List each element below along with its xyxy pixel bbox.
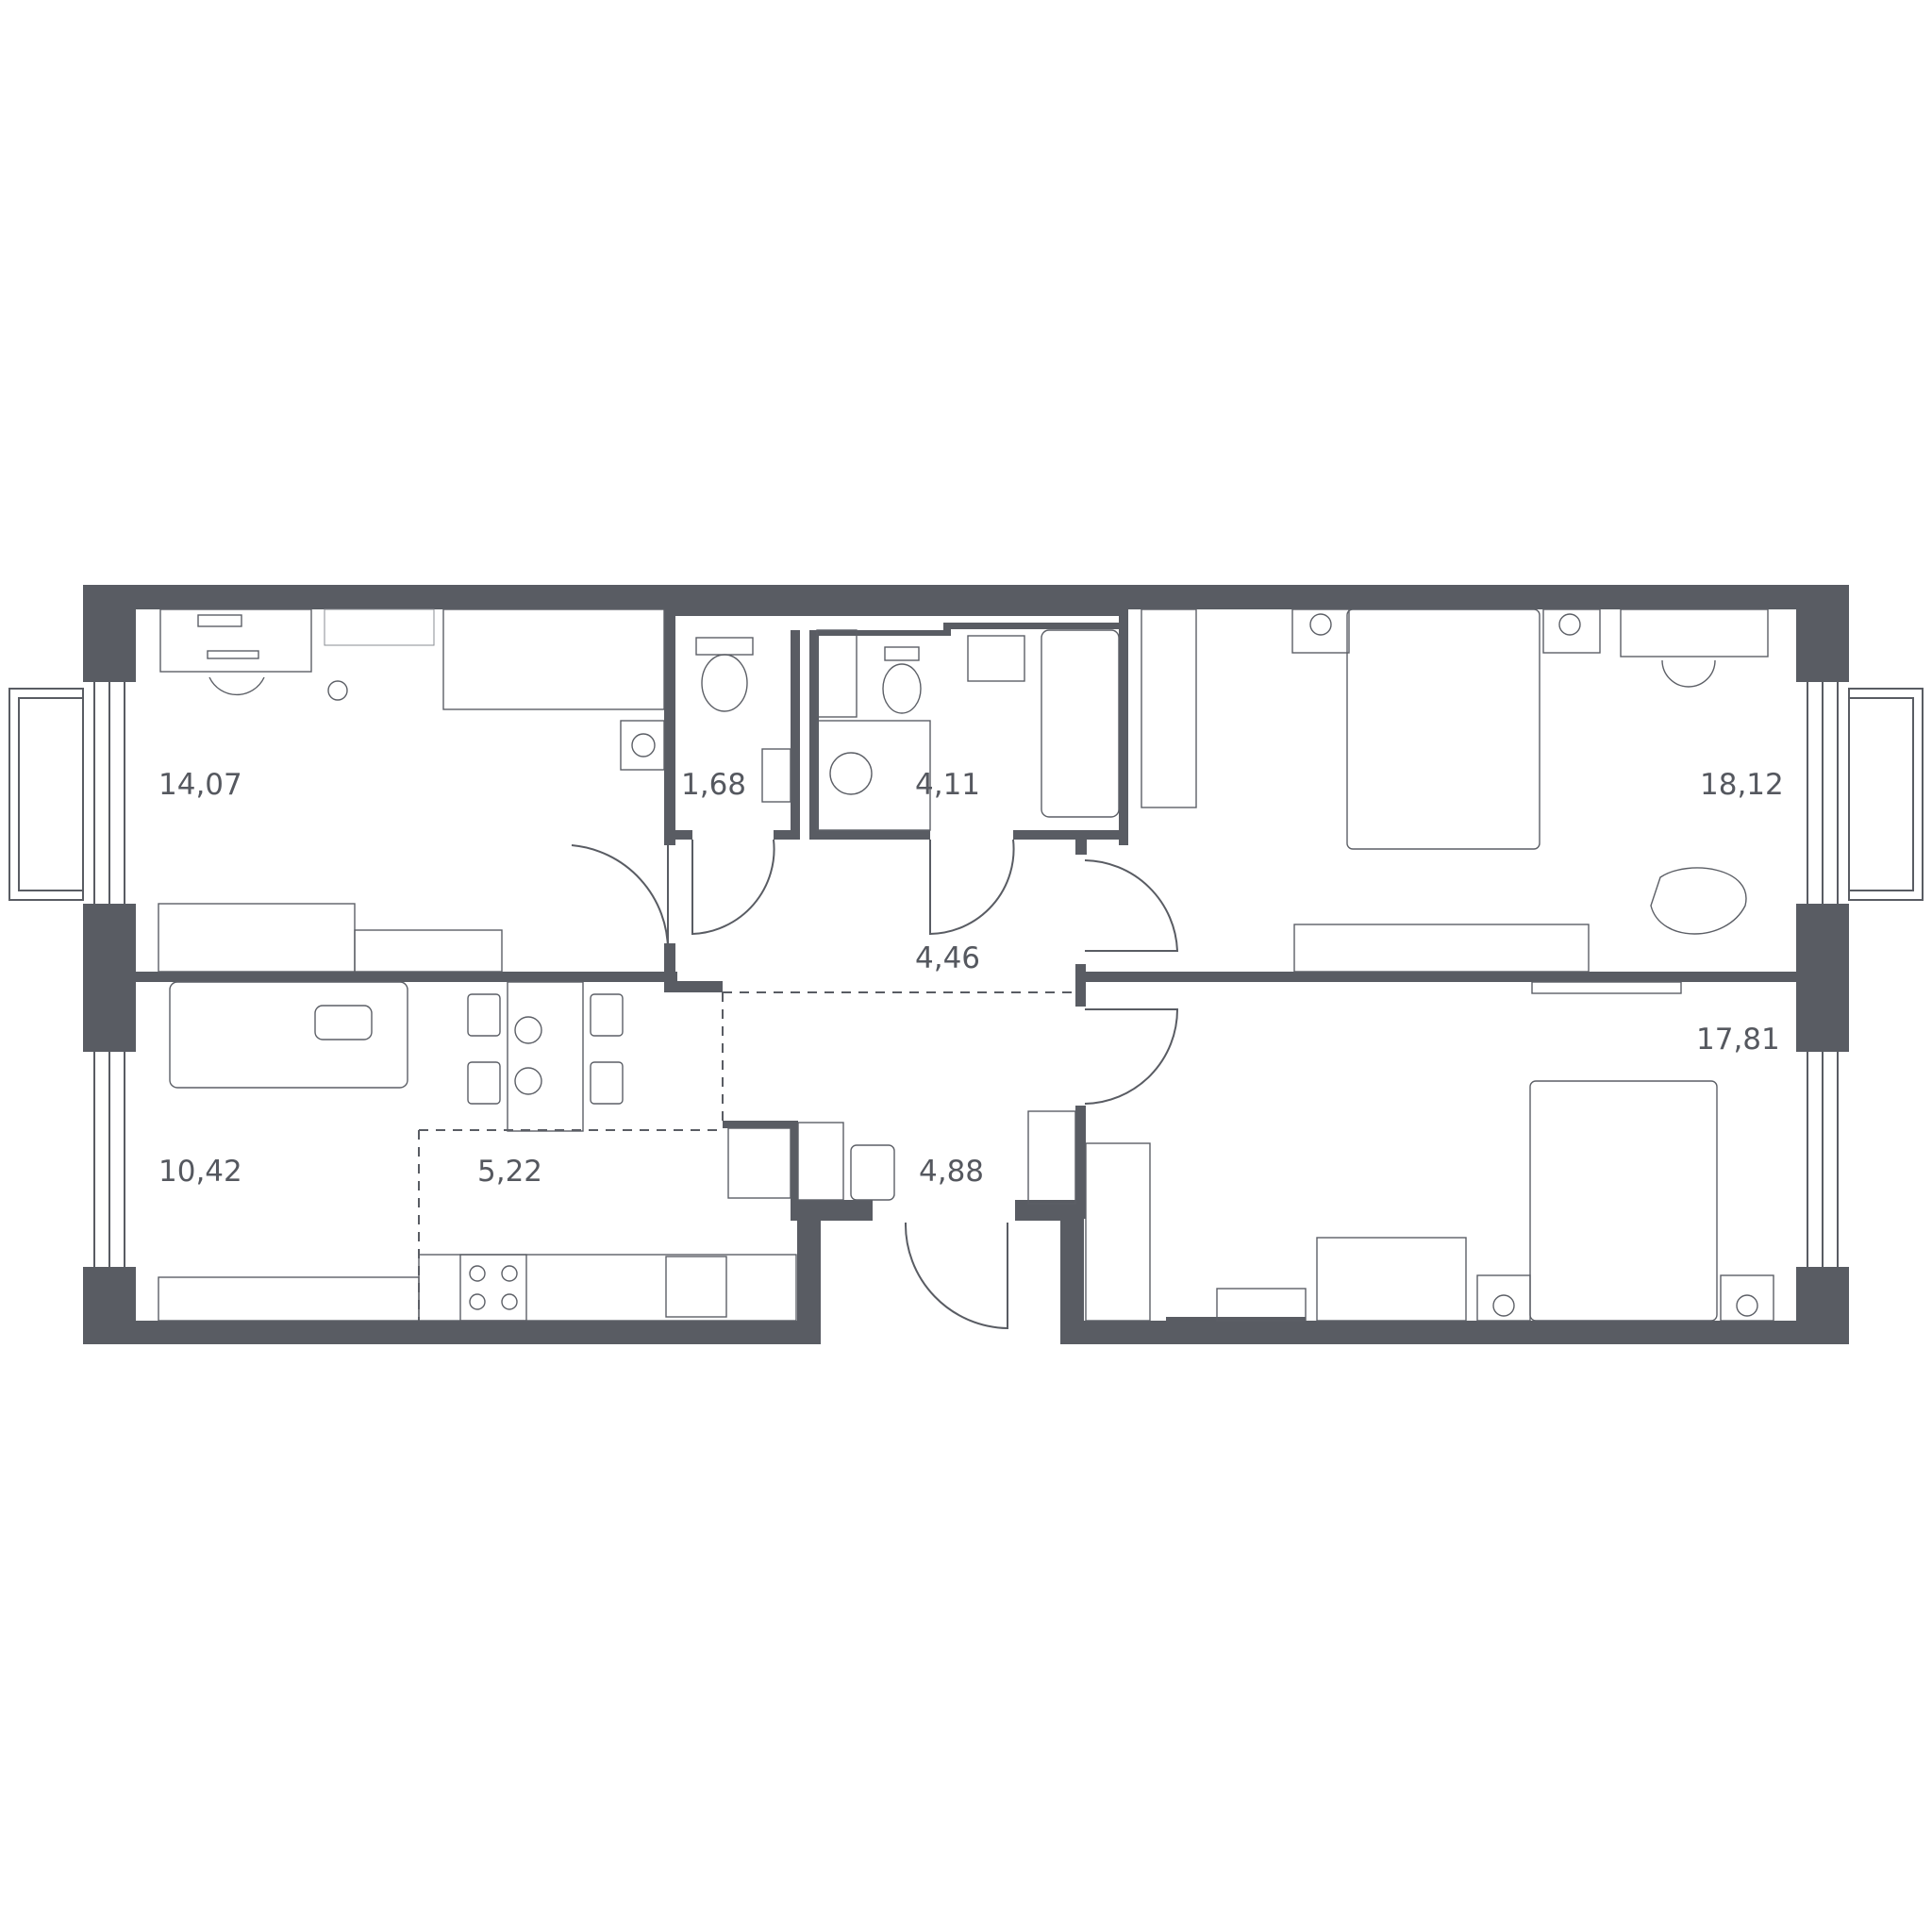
toilet-tank bbox=[695, 637, 754, 656]
chair-dining bbox=[590, 993, 624, 1037]
lamp-icon bbox=[1492, 1294, 1515, 1317]
doors bbox=[571, 839, 1179, 1330]
plate-icon bbox=[514, 1067, 542, 1095]
shelf-bath bbox=[816, 629, 858, 718]
area-label-bedroom-top-right: 18,12 bbox=[1700, 768, 1784, 802]
hall-closet bbox=[1027, 1110, 1076, 1205]
kitchen-counter bbox=[418, 1254, 797, 1322]
lamp-icon bbox=[631, 733, 656, 757]
chair-dining bbox=[467, 1061, 501, 1105]
shelf bbox=[324, 608, 435, 646]
walls bbox=[83, 585, 1849, 1344]
wardrobe-bottom-right bbox=[1085, 1142, 1151, 1322]
pouf bbox=[850, 1144, 895, 1201]
toilet bbox=[701, 654, 748, 712]
wardrobe-top-right bbox=[1141, 608, 1197, 808]
nightstand bbox=[620, 720, 665, 771]
washer-drum-icon bbox=[829, 752, 873, 795]
area-label-bedroom-bottom-right: 17,81 bbox=[1696, 1023, 1780, 1057]
lamp-icon bbox=[1309, 613, 1332, 636]
nightstand-bottom-2 bbox=[1720, 1274, 1774, 1322]
tv-stand-top bbox=[1293, 924, 1590, 973]
burner-icon bbox=[501, 1293, 518, 1310]
sofa bbox=[169, 981, 408, 1089]
tv-bottom bbox=[1531, 981, 1682, 994]
burner-icon bbox=[469, 1265, 486, 1282]
wardrobe-left bbox=[158, 903, 356, 973]
area-label-living-room: 10,42 bbox=[158, 1155, 242, 1189]
ball bbox=[327, 680, 348, 701]
washing-machine bbox=[816, 720, 931, 831]
area-labels: 14,07 1,68 4,11 18,12 4,46 10,42 5,22 4,… bbox=[158, 768, 1784, 1189]
windows bbox=[8, 682, 1924, 1267]
keyboard bbox=[207, 650, 259, 659]
dining-table bbox=[507, 981, 584, 1132]
desk-right bbox=[1620, 608, 1769, 658]
cushion bbox=[314, 1005, 373, 1040]
nightstand-right-1 bbox=[1291, 608, 1350, 654]
fridge bbox=[727, 1127, 791, 1199]
bed-bottom-right bbox=[1529, 1080, 1718, 1322]
nightstand-bottom-1 bbox=[1476, 1274, 1531, 1322]
bed-top-right bbox=[1346, 608, 1541, 850]
tv-stand-living bbox=[158, 1276, 420, 1322]
burner-icon bbox=[501, 1265, 518, 1282]
area-label-wc: 1,68 bbox=[681, 768, 746, 802]
dresser bbox=[354, 929, 503, 973]
shoe-rack bbox=[797, 1122, 844, 1201]
sink-bath bbox=[967, 635, 1025, 682]
area-label-entrance-hall: 4,88 bbox=[919, 1155, 984, 1189]
bench bbox=[1216, 1288, 1307, 1322]
nightstand-right-2 bbox=[1542, 608, 1601, 654]
chair bbox=[208, 676, 265, 696]
area-label-hallway: 4,46 bbox=[915, 941, 980, 975]
lamp-icon bbox=[1558, 613, 1581, 636]
area-label-kitchen: 5,22 bbox=[477, 1155, 542, 1189]
chair-dining bbox=[590, 1061, 624, 1105]
chair-dining bbox=[467, 993, 501, 1037]
chair-right bbox=[1661, 659, 1716, 688]
bed-top-left bbox=[442, 608, 665, 710]
hob bbox=[459, 1254, 527, 1322]
toilet-bath bbox=[882, 663, 922, 714]
furniture bbox=[158, 608, 1774, 1322]
desk-bottom bbox=[1316, 1237, 1467, 1322]
area-label-bedroom-top-left: 14,07 bbox=[158, 768, 242, 802]
desk bbox=[159, 608, 312, 673]
sink-small bbox=[761, 748, 791, 803]
bathtub bbox=[1041, 629, 1120, 818]
burner-icon bbox=[469, 1293, 486, 1310]
toilet-tank-bath bbox=[884, 646, 920, 661]
kitchen-sink bbox=[665, 1256, 727, 1318]
monitor bbox=[197, 614, 242, 627]
lamp-icon bbox=[1736, 1294, 1758, 1317]
plate-icon bbox=[514, 1016, 542, 1044]
plant-icon bbox=[1650, 867, 1747, 935]
area-label-bathroom: 4,11 bbox=[915, 768, 980, 802]
